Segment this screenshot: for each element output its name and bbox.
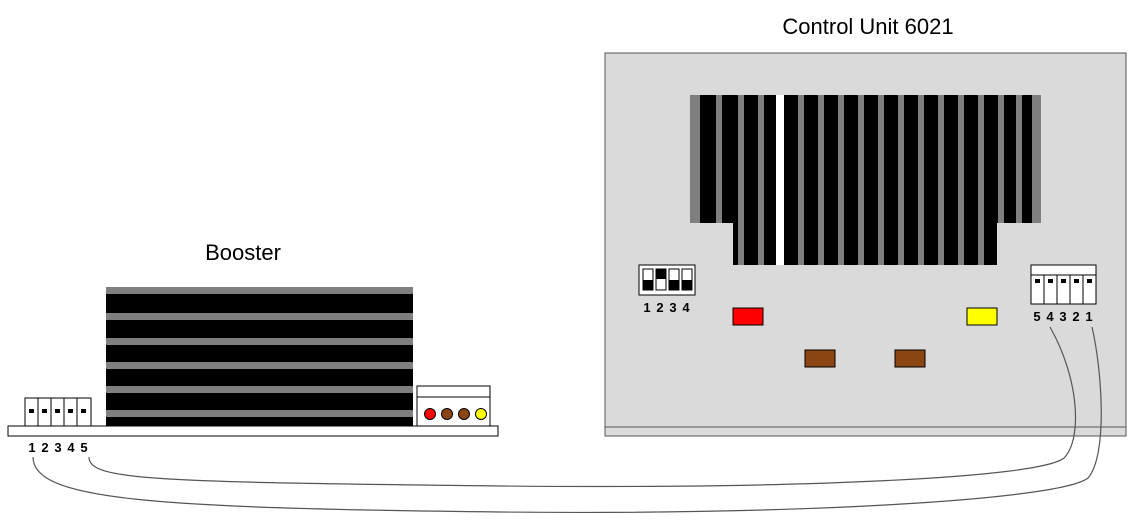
connection-wires [32, 326, 1102, 513]
brown-socket [441, 408, 453, 420]
terminal-block-body [1030, 264, 1097, 305]
heatsink-fin [738, 95, 744, 265]
dip-label-1: 1 [643, 300, 650, 315]
dip-label-4: 4 [682, 300, 690, 315]
heatsink-fin [818, 95, 824, 265]
heatsink-fin [1016, 95, 1022, 223]
terminal-label-4: 4 [1046, 309, 1054, 324]
heatsink-fin [758, 95, 764, 265]
control-unit: Control Unit 6021 [604, 14, 1127, 437]
heatsink-fin [978, 95, 984, 265]
terminal-screw [1035, 279, 1040, 283]
terminal-screw [1074, 279, 1079, 283]
dip-switch-knob [656, 269, 666, 279]
terminal-screw [29, 409, 34, 413]
terminal-screw [68, 409, 73, 413]
brown-socket [458, 408, 470, 420]
terminal-label-2: 2 [1072, 309, 1079, 324]
heatsink-fin [798, 95, 804, 265]
brown-socket [894, 349, 926, 368]
dip-label-2: 2 [656, 300, 663, 315]
dip-switch-knob [643, 280, 653, 290]
terminal-label-1: 1 [28, 440, 35, 455]
heatsink-fin [878, 95, 884, 265]
dip-switch-3 [668, 268, 680, 291]
heatsink-fin [858, 95, 864, 265]
dip-switch-knob [669, 280, 679, 290]
heatsink-fin [106, 287, 413, 294]
yellow-socket [966, 307, 998, 326]
terminal-screw [42, 409, 47, 413]
red-socket [424, 408, 436, 420]
terminal-screw [1061, 279, 1066, 283]
yellow-socket [475, 408, 487, 420]
heatsink-fin [716, 95, 722, 223]
control-unit-heatsink [690, 95, 1041, 265]
control-unit-terminal-block: 5 4 3 2 1 [1030, 264, 1097, 324]
dip-switch-4 [681, 268, 693, 291]
terminal-label-2: 2 [41, 440, 48, 455]
dip-switch-knob [682, 280, 692, 290]
terminal-label-4: 4 [67, 440, 75, 455]
heatsink-fin [106, 410, 413, 417]
heatsink-fin [106, 313, 413, 320]
booster-socket-block [416, 385, 491, 427]
booster: Booster 1 2 3 4 5 [7, 240, 499, 455]
heatsink-fin [918, 95, 924, 265]
heatsink-fin [958, 95, 964, 265]
terminal-label-1: 1 [1085, 309, 1092, 324]
dip-switch: 1 2 3 4 [638, 264, 696, 315]
heatsink-fin-highlight [776, 95, 784, 265]
heatsink-fin [106, 338, 413, 345]
wire-terminal-1 [32, 326, 1102, 513]
heatsink-body [106, 287, 413, 426]
booster-terminal-block: 1 2 3 4 5 [24, 397, 92, 455]
heatsink-fin [690, 95, 700, 223]
terminal-screw [1048, 279, 1053, 283]
terminal-screw [81, 409, 86, 413]
dip-label-3: 3 [669, 300, 676, 315]
red-socket [732, 307, 764, 326]
heatsink-fin [838, 95, 844, 265]
heatsink-fin [106, 386, 413, 393]
terminal-label-3: 3 [1059, 309, 1066, 324]
control-unit-title: Control Unit 6021 [782, 14, 953, 39]
booster-heatsink [106, 287, 413, 426]
wire-terminal-5 [88, 326, 1077, 488]
brown-socket [804, 349, 836, 368]
control-unit-base [604, 426, 1127, 437]
heatsink-fin [998, 95, 1004, 223]
terminal-screw [1087, 279, 1092, 283]
booster-base-plate [7, 425, 499, 437]
terminal-label-5: 5 [80, 440, 87, 455]
heatsink-fin [1032, 95, 1041, 223]
booster-title: Booster [205, 240, 281, 265]
heatsink-lower [733, 95, 997, 265]
heatsink-fin [938, 95, 944, 265]
terminal-screw [55, 409, 60, 413]
terminal-label-3: 3 [54, 440, 61, 455]
socket-block-body [416, 385, 491, 427]
heatsink-fin [106, 362, 413, 369]
dip-switch-2 [655, 268, 667, 291]
heatsink-fin [898, 95, 904, 265]
dip-switch-1 [642, 268, 654, 291]
terminal-label-5: 5 [1033, 309, 1040, 324]
